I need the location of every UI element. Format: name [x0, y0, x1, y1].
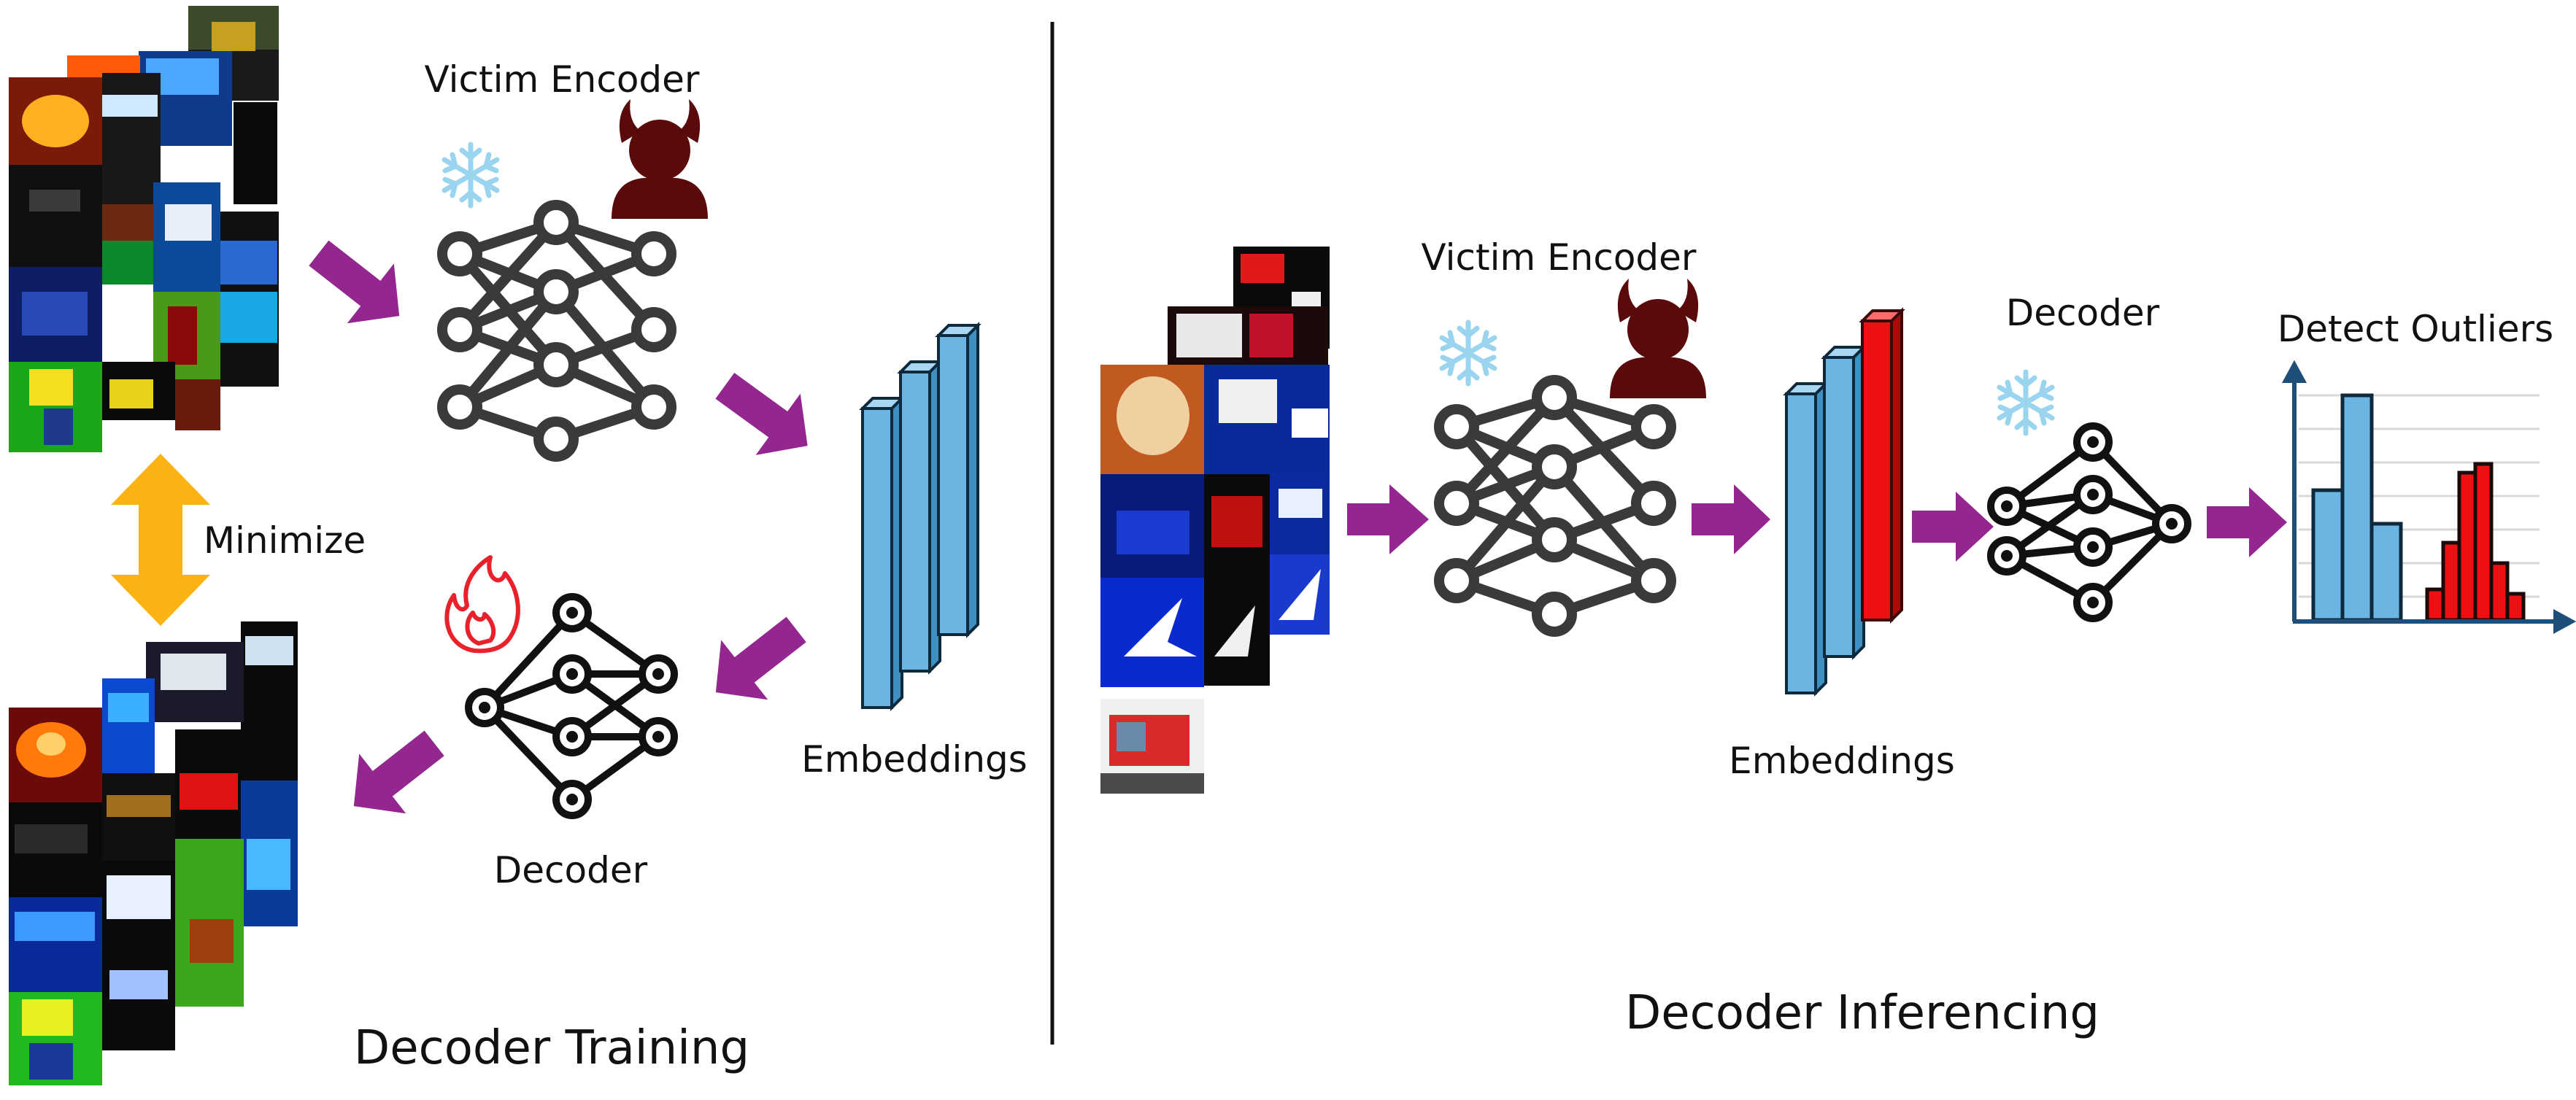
- arrow-decoder-to-output: [353, 730, 444, 814]
- arrow-embeddings-to-decoder: [1912, 492, 1994, 562]
- minimize-arrow: [111, 454, 210, 626]
- arrow-encoder-to-embeddings: [715, 373, 808, 455]
- neural-network-icon: [437, 200, 676, 462]
- arrow-input-to-encoder: [309, 240, 400, 324]
- arrow-decoder-to-histogram: [2207, 487, 2287, 557]
- decoder-network-icon: [482, 609, 660, 803]
- inferencing-decoder-label: Decoder: [2006, 292, 2160, 334]
- training-panel: Victim Encoder: [9, 6, 1027, 1085]
- arrow-embeddings-to-decoder: [715, 616, 806, 700]
- inferencing-embeddings-label: Embeddings: [1729, 740, 1955, 782]
- embeddings-bars: [859, 322, 982, 711]
- neural-network-icon: [1434, 375, 1676, 637]
- inferencing-encoder-label: Victim Encoder: [1421, 236, 1696, 279]
- devil-icon: [612, 99, 708, 219]
- reconstructed-image-stack: [9, 621, 298, 1085]
- embedding-bar-outlier: [1859, 307, 1905, 624]
- decoder-network-icon: [2005, 438, 2175, 606]
- training-embeddings-label: Embeddings: [801, 738, 1027, 781]
- inferencing-panel: Victim Encoder: [1100, 236, 2576, 1040]
- flow-arrows: [1347, 484, 2287, 562]
- arrow-images-to-encoder: [1347, 484, 1429, 554]
- inferencing-section-title: Decoder Inferencing: [1625, 986, 2099, 1040]
- training-section-title: Decoder Training: [354, 1021, 749, 1075]
- flow-arrows: [309, 240, 808, 814]
- encoder-edges: [455, 217, 658, 444]
- embeddings-bars: [1783, 307, 1905, 697]
- minimize-label: Minimize: [204, 519, 366, 562]
- arrow-encoder-to-embeddings: [1692, 484, 1770, 554]
- snowflake-icon: [444, 144, 497, 206]
- test-image-stack: [1100, 247, 1330, 794]
- snowflake-icon: [2000, 372, 2052, 433]
- input-image-stack: [9, 6, 279, 452]
- histogram-icon: [2281, 360, 2576, 635]
- flame-icon: [444, 555, 520, 654]
- snowflake-icon: [1442, 322, 1495, 384]
- devil-icon: [1610, 279, 1706, 398]
- outliers-label: Detect Outliers: [2278, 308, 2553, 350]
- training-encoder-label: Victim Encoder: [424, 58, 699, 101]
- training-decoder-label: Decoder: [494, 849, 648, 891]
